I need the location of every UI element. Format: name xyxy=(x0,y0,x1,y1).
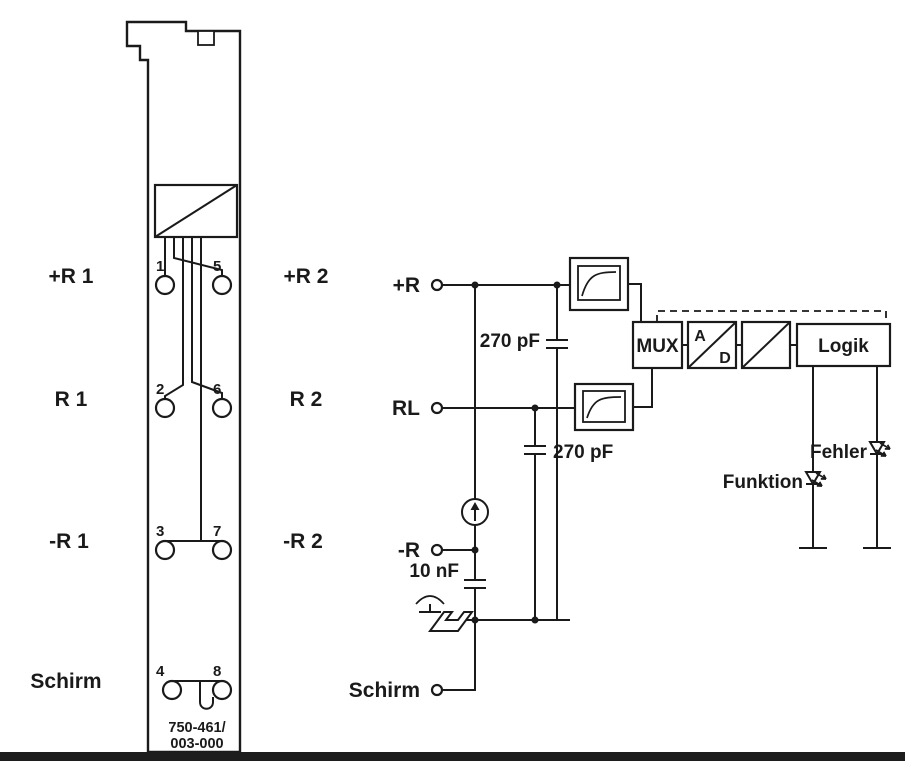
part-number-line2: 003-000 xyxy=(170,736,223,752)
terminal-1-contact xyxy=(154,274,176,296)
funktion-led-icon xyxy=(804,471,827,487)
isolation-symbol xyxy=(153,183,239,239)
terminal-1-number: 1 xyxy=(156,258,164,275)
label-channel1-minus-r: -R 1 xyxy=(49,530,89,553)
shield-clamp-icon xyxy=(199,681,214,710)
terminal-3-contact xyxy=(154,539,176,561)
capacitor-270pf-1-icon xyxy=(546,339,568,349)
terminal-2-contact xyxy=(154,397,176,419)
terminal-3-number: 3 xyxy=(156,523,164,540)
capacitor-10nf-icon xyxy=(464,579,486,589)
module-latch xyxy=(197,30,215,46)
terminal-6-number: 6 xyxy=(213,381,221,398)
funktion-led-label: Funktion xyxy=(723,472,803,493)
label-channel1-plus-r: +R 1 xyxy=(49,265,94,288)
part-number-line1: 750-461/ xyxy=(168,720,225,736)
terminal-2-number: 2 xyxy=(156,381,164,398)
input-plus-r-contact xyxy=(430,278,444,292)
terminal-5-number: 5 xyxy=(213,258,221,275)
fehler-led-icon xyxy=(868,441,891,457)
input-rl-label: RL xyxy=(392,397,420,420)
input-minus-r-label: -R xyxy=(398,539,420,562)
lowpass-filter-1 xyxy=(568,256,630,312)
mux-label: MUX xyxy=(636,336,679,357)
adc-block: A D xyxy=(686,320,738,370)
terminal-6-contact xyxy=(211,397,233,419)
terminal-5-contact xyxy=(211,274,233,296)
schematic: MUX A D Logik xyxy=(349,256,892,702)
terminal-7-number: 7 xyxy=(213,523,221,540)
lowpass-filter-2 xyxy=(573,382,635,432)
capacitor-270pf-1-label: 270 pF xyxy=(480,331,540,352)
terminal-8-contact xyxy=(211,679,233,701)
input-shield-label: Schirm xyxy=(349,679,420,702)
input-plus-r-label: +R xyxy=(393,274,420,297)
label-channel1-r: R 1 xyxy=(55,388,88,411)
input-rl-contact xyxy=(430,401,444,415)
module-internal-wiring xyxy=(164,237,223,710)
terminal-8-number: 8 xyxy=(213,663,221,680)
junction-dots xyxy=(471,281,561,624)
module-body-outline xyxy=(125,20,242,754)
din-rail-bar xyxy=(0,752,905,761)
mux-block: MUX xyxy=(631,320,684,370)
terminal-block: 1 5 2 6 3 7 4 8 xyxy=(154,258,233,701)
terminal-4-number: 4 xyxy=(156,663,165,680)
capacitor-270pf-2-icon xyxy=(524,445,546,455)
adc-a-label: A xyxy=(694,328,706,345)
fehler-led-label: Fehler xyxy=(810,442,868,463)
terminal-4-contact xyxy=(161,679,183,701)
adc-d-label: D xyxy=(719,350,731,367)
label-shield-left: Schirm xyxy=(30,670,101,693)
input-shield-contact xyxy=(430,683,444,697)
capacitor-10nf-label: 10 nF xyxy=(409,561,459,582)
terminal-7-contact xyxy=(211,539,233,561)
logic-block: Logik xyxy=(795,322,892,368)
schematic-wiring xyxy=(442,283,891,691)
isolation-block xyxy=(740,320,792,370)
capacitor-270pf-2-label: 270 pF xyxy=(553,442,613,463)
input-minus-r-contact xyxy=(430,543,444,557)
control-dashed-line xyxy=(656,310,887,324)
label-channel2-minus-r: -R 2 xyxy=(283,530,323,553)
module-body: 1 5 2 6 3 7 4 8 +R 1 R 1 -R 1 Schirm +R … xyxy=(30,20,329,754)
din-rail-icon xyxy=(428,611,474,632)
earth-icon xyxy=(415,595,445,613)
label-channel2-plus-r: +R 2 xyxy=(284,265,329,288)
logic-label: Logik xyxy=(818,336,869,357)
current-source-icon xyxy=(461,498,489,526)
label-channel2-r: R 2 xyxy=(290,388,323,411)
